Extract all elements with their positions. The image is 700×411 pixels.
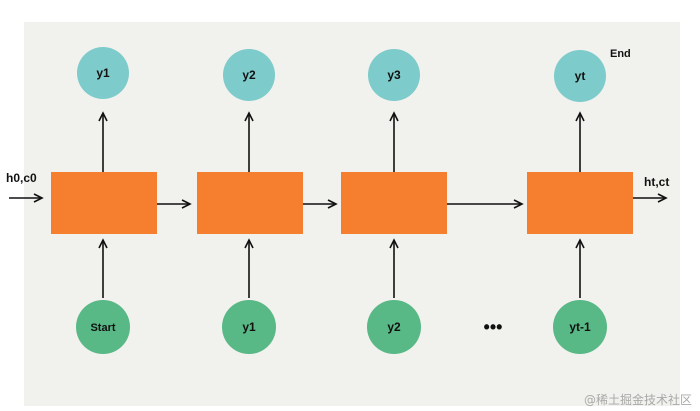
lstm-cell-1 [51,172,157,234]
output-node-t [554,50,606,102]
input-node-1 [76,300,130,354]
lstm-cell-3 [341,172,447,234]
lstm-cell-t [527,172,633,234]
ellipsis-dots: ••• [484,317,503,337]
input-label-3: y2 [387,320,401,334]
output-node-1 [77,47,129,99]
final-state-label: ht,ct [644,175,669,189]
watermark: @稀土掘金技术社区 [583,393,692,407]
input-node-3 [367,300,421,354]
output-label-1: y1 [96,66,110,80]
input-label-2: y1 [242,320,256,334]
input-label-1: Start [90,322,115,334]
output-node-3 [368,49,420,101]
output-node-2 [223,49,275,101]
input-label-t: yt-1 [569,320,591,334]
input-node-t [553,300,607,354]
lstm-cell-2 [197,172,303,234]
input-node-2 [222,300,276,354]
output-label-2: y2 [242,68,256,82]
end-label: End [610,48,631,60]
initial-state-label: h0,c0 [6,171,37,185]
output-label-3: y3 [387,68,401,82]
output-label-t: yt [575,69,586,83]
